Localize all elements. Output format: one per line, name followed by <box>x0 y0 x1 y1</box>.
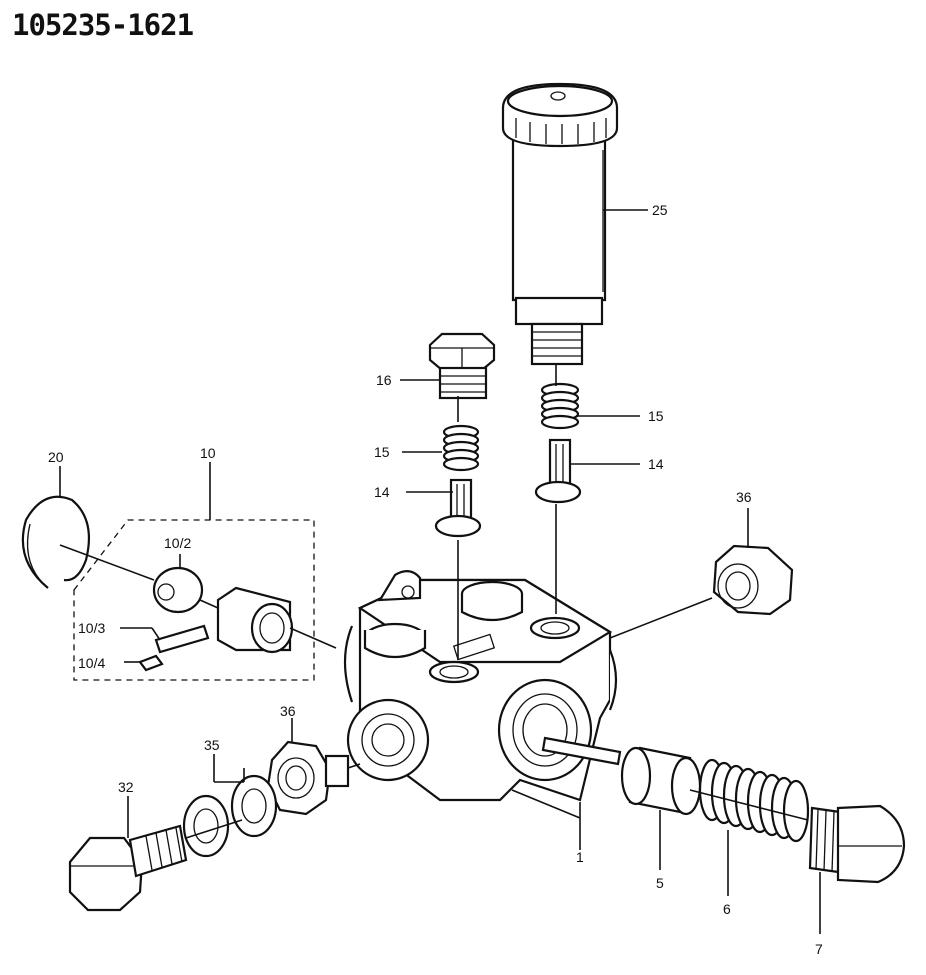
callout-7: 7 <box>815 941 823 957</box>
callout-36-left: 36 <box>280 703 296 719</box>
callout-20: 20 <box>48 449 64 465</box>
valve-spring-right <box>540 382 580 430</box>
callout-10: 10 <box>200 445 216 461</box>
callout-14-right: 14 <box>648 456 664 472</box>
pump-body <box>343 570 618 802</box>
callout-15-upper: 15 <box>648 408 664 424</box>
callout-25: 25 <box>652 202 668 218</box>
callout-6: 6 <box>723 901 731 917</box>
callout-32: 32 <box>118 779 134 795</box>
plunger-pin <box>541 736 622 766</box>
document-number: 105235-1621 <box>12 8 194 42</box>
banjo-bolt-32 <box>68 824 188 912</box>
valve-left <box>434 478 482 538</box>
callout-5: 5 <box>656 875 664 891</box>
hex-plug-16 <box>428 332 496 400</box>
callout-1: 1 <box>576 849 584 865</box>
tappet-assembly-group-10 <box>73 519 315 681</box>
nut-36-left <box>266 740 350 816</box>
leader-lines <box>59 209 821 934</box>
valve-spring-left <box>442 424 480 472</box>
callout-14-left: 14 <box>374 484 390 500</box>
washers-35 <box>182 774 278 858</box>
end-plug-7 <box>808 804 906 884</box>
callout-15-lower: 15 <box>374 444 390 460</box>
callout-10-3: 10/3 <box>78 620 105 636</box>
snap-ring-20 <box>21 495 90 589</box>
spring-6 <box>698 758 810 843</box>
callout-36-right: 36 <box>736 489 752 505</box>
hand-primer-pump <box>501 82 619 366</box>
callout-labels: 25 16 15 15 14 14 20 10 10/2 10/3 10/4 3… <box>48 202 823 957</box>
tappet-sleeve-5 <box>620 746 702 816</box>
callout-10-4: 10/4 <box>78 655 105 671</box>
callout-10-2: 10/2 <box>164 535 191 551</box>
valve-right <box>534 438 582 504</box>
callout-35: 35 <box>204 737 220 753</box>
callout-16: 16 <box>376 372 392 388</box>
nut-36-right <box>712 544 794 616</box>
